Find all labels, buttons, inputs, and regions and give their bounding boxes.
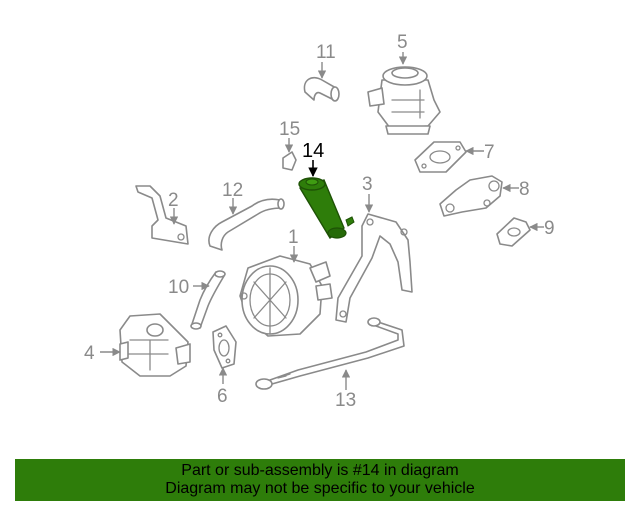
callout-labels: 11 5 15 14 7 8 9 3 2 12 1 10 4 6 13 bbox=[84, 32, 555, 411]
part-2-bracket bbox=[135, 185, 189, 245]
callout-15[interactable]: 15 bbox=[279, 119, 300, 140]
callout-13[interactable]: 13 bbox=[335, 390, 356, 411]
callout-6[interactable]: 6 bbox=[217, 386, 228, 407]
callout-5[interactable]: 5 bbox=[397, 32, 408, 53]
info-banner: Part or sub-assembly is #14 in diagram D… bbox=[15, 459, 625, 501]
callout-14[interactable]: 14 bbox=[302, 140, 324, 162]
part-12-hose bbox=[208, 198, 285, 251]
callout-10[interactable]: 10 bbox=[168, 277, 189, 298]
callout-11[interactable]: 11 bbox=[316, 42, 336, 63]
leader-lines bbox=[100, 52, 544, 390]
banner-line-1: Part or sub-assembly is #14 in diagram bbox=[181, 462, 459, 479]
banner-line-2: Diagram may not be specific to your vehi… bbox=[165, 480, 475, 497]
part-4-valve bbox=[119, 313, 191, 377]
part-8-bracket bbox=[439, 175, 503, 217]
callout-3[interactable]: 3 bbox=[362, 174, 373, 195]
part-15-clip bbox=[282, 151, 297, 171]
part-9-gasket bbox=[496, 217, 531, 247]
callout-1[interactable]: 1 bbox=[288, 227, 299, 248]
part-10-hose bbox=[190, 270, 226, 330]
part-14-highlighted bbox=[298, 177, 355, 240]
part-6-gasket bbox=[212, 325, 237, 369]
part-13-pipe bbox=[255, 317, 405, 390]
callout-12[interactable]: 12 bbox=[222, 180, 243, 201]
part-5-valve bbox=[367, 66, 441, 135]
parts-diagram: 11 5 15 14 7 8 9 3 2 12 1 10 4 6 13 bbox=[84, 32, 555, 411]
callout-8[interactable]: 8 bbox=[519, 179, 530, 200]
callout-4[interactable]: 4 bbox=[84, 343, 95, 364]
callout-9[interactable]: 9 bbox=[544, 218, 555, 239]
part-3-bracket bbox=[335, 213, 413, 323]
part-7-gasket bbox=[414, 141, 467, 173]
part-11-hose bbox=[303, 76, 340, 102]
callout-2[interactable]: 2 bbox=[168, 190, 179, 211]
part-1-pump bbox=[239, 255, 333, 337]
callout-7[interactable]: 7 bbox=[484, 142, 495, 163]
